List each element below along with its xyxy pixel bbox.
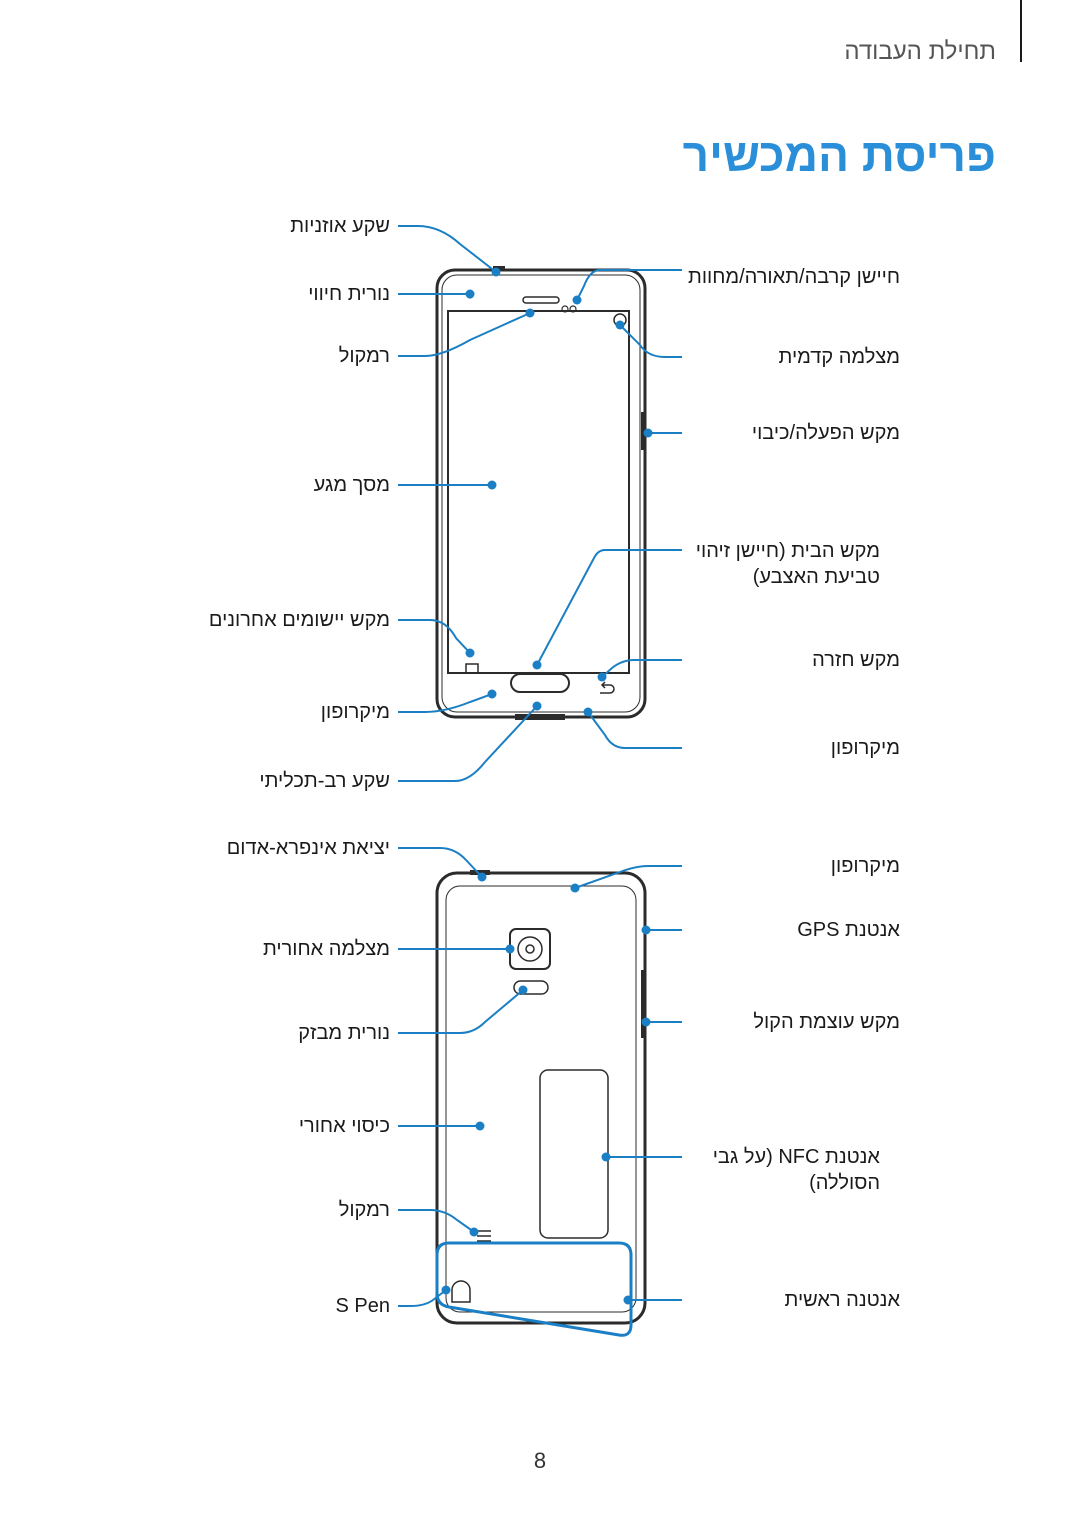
recents-key — [465, 663, 479, 674]
label-nfc-antenna: אנטנת NFC (על גבי הסוללה) — [712, 1146, 880, 1194]
rear-camera-housing — [509, 928, 551, 970]
label-back-cover: כיסוי אחורי — [298, 1115, 390, 1137]
nfc-antenna-area — [539, 1069, 609, 1239]
front-callouts — [398, 225, 682, 782]
usb-port — [515, 714, 565, 720]
label-home-key: מקש הבית (חיישן זיהוי טביעת האצבע) — [695, 540, 880, 588]
label-s-pen: S Pen — [335, 1295, 390, 1317]
label-headset-jack: שקע אוזניות — [290, 215, 390, 237]
label-touchscreen: מסך מגע — [313, 474, 390, 496]
back-callouts — [398, 847, 682, 1307]
label-power-key: מקש הפעלה/כיבוי — [751, 422, 900, 444]
rear-camera-lens — [517, 936, 543, 962]
label-proximity-sensor: חיישן קרבה/תאורה/מחוות — [688, 266, 900, 288]
back-device — [435, 870, 647, 1325]
label-recent-apps-key: מקש יישומים אחרונים — [208, 609, 390, 631]
front-callout-dots — [465, 267, 653, 717]
label-volume-key: מקש עוצמת הקול — [753, 1011, 900, 1033]
label-back-key: מקש חזרה — [812, 649, 900, 671]
flash-led — [513, 980, 549, 995]
earpiece-grille — [522, 296, 560, 304]
label-gps-antenna: אנטנת GPS — [797, 919, 900, 941]
label-multipurpose-jack: שקע רב-תכליתי — [259, 770, 390, 792]
label-rear-speaker: רמקול — [338, 1199, 390, 1221]
label-front-camera: מצלמה קדמית — [778, 346, 900, 368]
front-body-inner — [441, 274, 641, 713]
section-label: תחילת העבודה — [844, 38, 996, 65]
front-device — [435, 266, 647, 720]
rear-speaker-grille — [477, 1230, 491, 1242]
main-antenna-highlight — [435, 1241, 633, 1337]
label-top-microphone: מיקרופון — [830, 737, 900, 759]
back-body — [435, 871, 647, 1325]
front-screen — [447, 310, 630, 674]
audio-jack — [493, 266, 505, 271]
label-main-antenna: אנטנה ראשית — [784, 1289, 900, 1311]
label-earpiece-speaker: רמקול — [338, 345, 390, 367]
page-title: פריסת המכשיר — [682, 129, 996, 181]
label-flash: נורית מבזק — [298, 1022, 390, 1044]
s-pen-slot — [451, 1280, 471, 1303]
back-key — [600, 681, 615, 694]
back-callout-dots — [441, 872, 651, 1305]
volume-key — [641, 970, 646, 1038]
label-ir-led: יציאת אינפרא-אדום — [226, 837, 390, 859]
proximity-sensor-dots — [561, 305, 569, 313]
ir-blaster — [470, 870, 490, 875]
page-number: 8 — [533, 1448, 547, 1473]
label-rear-camera: מצלמה אחורית — [262, 938, 390, 960]
header-rule — [1020, 0, 1022, 62]
power-button — [641, 412, 646, 450]
label-bottom-microphone: מיקרופון — [320, 701, 390, 723]
back-cover — [445, 885, 637, 1313]
home-key — [510, 673, 570, 693]
label-indicator-light: נורית חיווי — [308, 283, 390, 305]
label-back-microphone: מיקרופון — [830, 855, 900, 877]
